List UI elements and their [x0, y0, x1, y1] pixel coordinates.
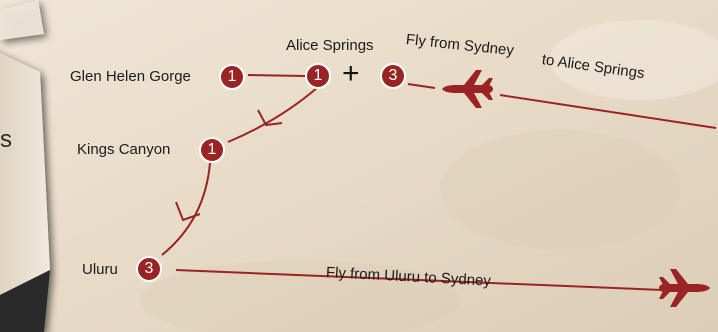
airplane-icon: [442, 70, 493, 108]
route-outbound-end: [407, 83, 436, 89]
side-card-text: s: [0, 126, 12, 153]
kings-canyon-nights-badge: 1: [199, 137, 225, 163]
airplane-icon: [659, 269, 710, 307]
route-arrow-icon: [257, 109, 283, 127]
side-card: [0, 0, 50, 332]
route-glen-to-alice: [247, 74, 306, 77]
kings-canyon-label: Kings Canyon: [77, 141, 171, 158]
route-outbound-flight: [499, 94, 717, 129]
route-lines: [161, 74, 717, 291]
alice-springs-extra-nights-badge: 3: [380, 63, 406, 89]
uluru-label: Uluru: [82, 261, 118, 278]
uluru-nights-badge: 3: [136, 256, 162, 282]
glen-helen-gorge-label: Glen Helen Gorge: [70, 68, 191, 85]
alice-springs-label: Alice Springs: [286, 37, 374, 54]
route-return-flight: [175, 269, 663, 291]
plus-icon: +: [342, 57, 360, 90]
glen-helen-gorge-nights-badge: 1: [219, 64, 245, 90]
route-arrow-icon: [175, 201, 201, 222]
route-kings-to-uluru: [161, 162, 211, 256]
alice-springs-nights-badge: 1: [305, 63, 331, 89]
route-alice-to-kings: [227, 86, 319, 143]
